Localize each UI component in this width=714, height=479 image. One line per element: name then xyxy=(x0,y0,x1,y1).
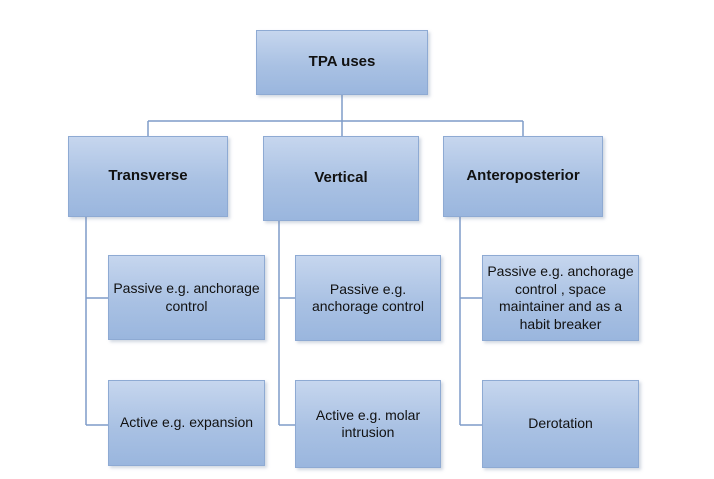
leaf-label-anteroposterior-passive: Passive e.g. anchorage control , space m… xyxy=(487,263,634,332)
category-label-transverse: Transverse xyxy=(108,167,188,185)
leaf-node-anteroposterior-derotation: Derotation xyxy=(482,380,639,468)
leaf-label-vertical-passive: Passive e.g. anchorage control xyxy=(311,280,425,315)
category-label-anteroposterior: Anteroposterior xyxy=(466,167,580,185)
leaf-node-vertical-passive: Passive e.g. anchorage control xyxy=(295,255,441,341)
root-label: TPA uses xyxy=(308,53,376,71)
leaf-node-transverse-passive: Passive e.g. anchorage control xyxy=(108,255,265,340)
category-label-vertical: Vertical xyxy=(314,169,368,187)
leaf-label-vertical-active: Active e.g. molar intrusion xyxy=(315,406,421,441)
leaf-label-transverse-passive: Passive e.g. anchorage control xyxy=(113,280,260,314)
leaf-node-anteroposterior-passive: Passive e.g. anchorage control , space m… xyxy=(482,255,639,341)
category-node-vertical: Vertical xyxy=(263,136,419,221)
category-node-anteroposterior: Anteroposterior xyxy=(443,136,603,217)
leaf-label-transverse-active: Active e.g. expansion xyxy=(119,414,254,431)
leaf-node-vertical-active: Active e.g. molar intrusion xyxy=(295,380,441,468)
root-node-tpa-uses: TPA uses xyxy=(256,30,428,95)
leaf-label-anteroposterior-derotation: Derotation xyxy=(528,415,593,432)
leaf-node-transverse-active: Active e.g. expansion xyxy=(108,380,265,466)
category-node-transverse: Transverse xyxy=(68,136,228,217)
